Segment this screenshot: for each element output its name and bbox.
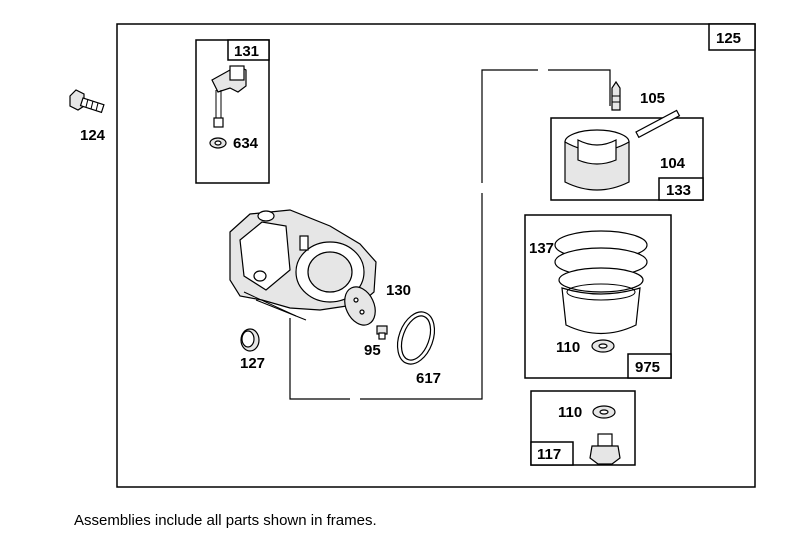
label-634: 634 <box>233 135 259 152</box>
small-screw-icon <box>376 325 388 340</box>
float-icon <box>564 129 630 191</box>
label-124: 124 <box>80 127 106 144</box>
washer-icon <box>209 137 227 149</box>
label-95: 95 <box>364 342 381 359</box>
screw-icon <box>69 89 105 114</box>
label-130: 130 <box>386 282 411 299</box>
plug-icon <box>240 328 260 352</box>
frame-133-label: 133 <box>666 182 691 199</box>
footer-note: Assemblies include all parts shown in fr… <box>74 512 377 529</box>
frame-117-label: 117 <box>537 446 561 463</box>
label-110-bowl: 110 <box>556 339 580 356</box>
leader-lines <box>289 69 611 400</box>
label-127: 127 <box>240 355 265 372</box>
needle-valve-icon <box>611 80 621 111</box>
main-frame-label: 125 <box>716 30 741 47</box>
main-frame <box>116 23 756 488</box>
pin-icon <box>635 109 681 139</box>
frame-131-label: 131 <box>234 43 259 60</box>
frame-975-label-box <box>627 353 672 379</box>
frame-133 <box>550 117 704 201</box>
frame-975 <box>524 214 672 379</box>
label-617: 617 <box>416 370 441 387</box>
label-137: 137 <box>529 240 554 257</box>
frame-117 <box>530 390 636 466</box>
frame-975-label: 975 <box>635 359 660 376</box>
label-105: 105 <box>640 90 665 107</box>
carburetor-body-icon <box>229 209 377 321</box>
frame-133-label-box <box>658 177 704 201</box>
float-bowl-icon <box>554 230 648 334</box>
frame-117-label-box <box>530 441 574 466</box>
label-110-nut: 110 <box>558 404 582 421</box>
nut-washer-icon <box>592 405 616 419</box>
bowl-washer-icon <box>591 339 615 353</box>
float-lever-icon <box>211 65 247 128</box>
o-ring-icon <box>396 311 436 365</box>
frame-131 <box>195 39 270 184</box>
bowl-nut-icon <box>589 433 621 465</box>
label-104: 104 <box>660 155 686 172</box>
main-frame-label-box <box>708 23 756 51</box>
plate-icon <box>344 286 376 326</box>
frame-131-label-box <box>227 39 270 61</box>
